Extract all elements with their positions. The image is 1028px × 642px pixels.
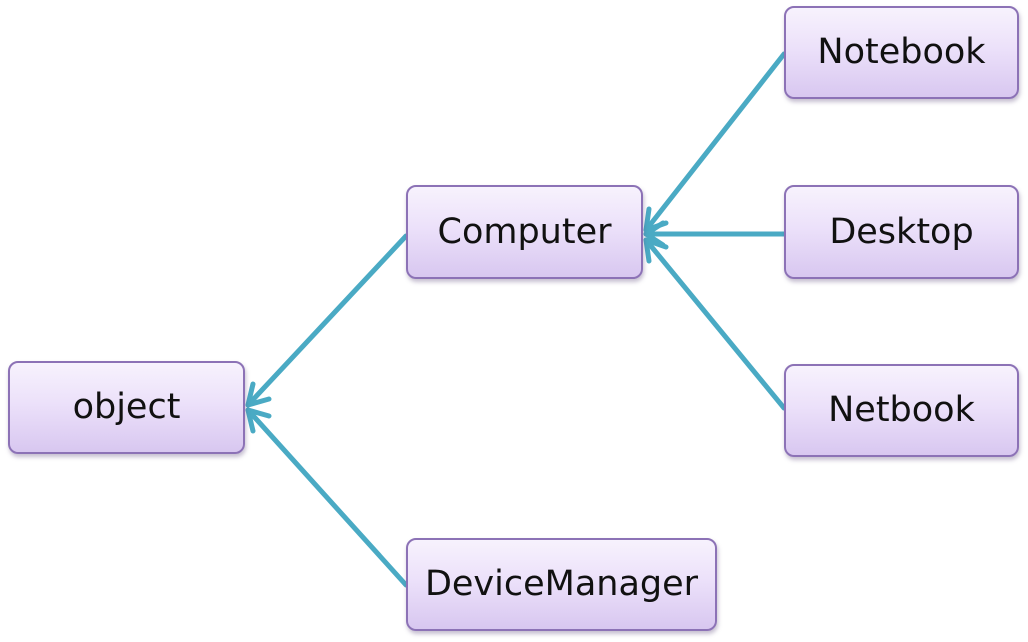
node-object: object <box>8 361 245 454</box>
node-notebook-label: Notebook <box>817 32 986 72</box>
arrowhead-desktop-to-computer <box>643 220 666 248</box>
arrowhead-devicemanager-to-object <box>245 407 272 434</box>
node-desktop-label: Desktop <box>829 211 974 252</box>
arrowhead-computer-to-object <box>245 381 272 408</box>
arrowhead-notebook-to-computer <box>643 206 669 233</box>
node-desktop: Desktop <box>784 185 1019 279</box>
arrow-netbook-to-computer <box>643 237 787 411</box>
node-computer: Computer <box>406 185 643 279</box>
arrowhead-netbook-to-computer <box>643 237 669 264</box>
arrow-devicemanager-to-object <box>245 407 409 588</box>
node-netbook: Netbook <box>784 364 1019 457</box>
node-object-label: object <box>72 387 181 427</box>
node-device-manager: DeviceManager <box>406 538 717 631</box>
node-notebook: Notebook <box>784 6 1019 99</box>
node-computer-label: Computer <box>437 211 612 252</box>
node-netbook-label: Netbook <box>828 390 975 430</box>
node-device-manager-label: DeviceManager <box>424 564 699 604</box>
arrow-notebook-to-computer <box>643 51 787 233</box>
arrow-computer-to-object <box>245 233 409 408</box>
